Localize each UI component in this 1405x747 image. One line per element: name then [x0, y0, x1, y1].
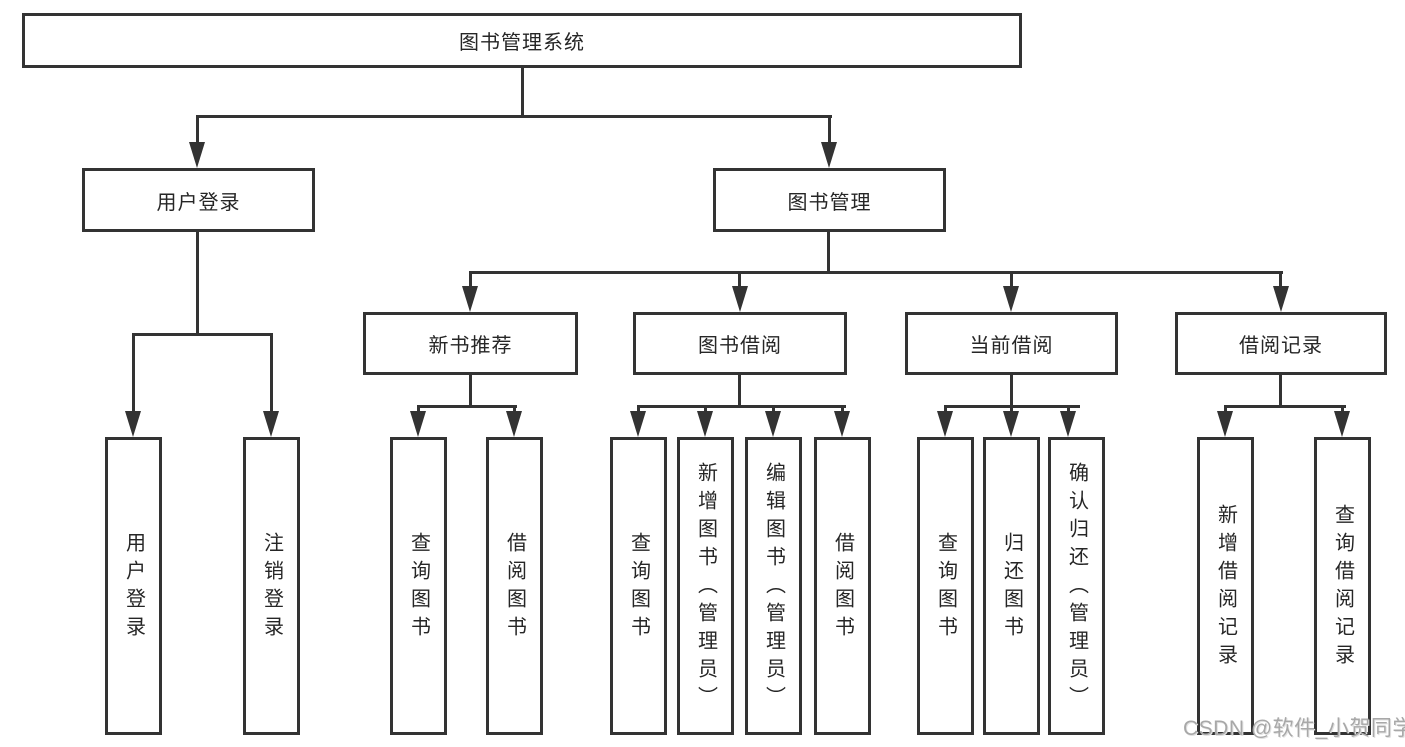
connector-line — [1341, 405, 1344, 415]
connector-line — [827, 232, 830, 273]
node-leaf-query-books-borrowing: 查询图书 — [610, 437, 667, 735]
node-leaf-add-books-admin-label: 新增图书（管理员） — [694, 462, 717, 714]
arrow-down-icon — [506, 411, 522, 437]
arrow-down-icon — [1003, 411, 1019, 437]
arrow-down-icon — [937, 411, 953, 437]
node-leaf-user-login-label: 用户登录 — [122, 532, 145, 644]
connector-line — [944, 405, 947, 415]
node-leaf-query-books-current: 查询图书 — [917, 437, 974, 735]
node-leaf-edit-books-admin: 编辑图书（管理员） — [745, 437, 802, 735]
connector-line — [1279, 375, 1282, 408]
node-leaf-query-books-borrowing-label: 查询图书 — [627, 532, 650, 644]
node-leaf-logout-label: 注销登录 — [260, 532, 283, 644]
node-leaf-edit-books-admin-label: 编辑图书（管理员） — [762, 462, 785, 714]
node-book-management-label: 图书管理 — [787, 191, 872, 214]
connector-line — [469, 271, 472, 291]
arrow-down-icon — [410, 411, 426, 437]
node-leaf-borrow-books: 借阅图书 — [814, 437, 871, 735]
arrow-down-icon — [1273, 286, 1289, 312]
node-leaf-user-login: 用户登录 — [105, 437, 162, 735]
arrow-down-icon — [125, 411, 141, 437]
connector-line — [1224, 405, 1346, 408]
connector-line — [417, 405, 420, 415]
connector-line — [637, 405, 846, 408]
arrow-down-icon — [630, 411, 646, 437]
connector-line — [1279, 271, 1282, 291]
node-book-borrowing-label: 图书借阅 — [698, 335, 782, 357]
node-leaf-query-books-recommend-label: 查询图书 — [407, 532, 430, 644]
connector-line — [132, 333, 273, 336]
node-root: 图书管理系统 — [22, 13, 1022, 68]
connector-line — [1010, 405, 1013, 415]
node-leaf-query-borrow-record: 查询借阅记录 — [1314, 437, 1371, 735]
node-leaf-query-books-current-label: 查询图书 — [934, 532, 957, 644]
node-leaf-query-books-recommend: 查询图书 — [390, 437, 447, 735]
connector-line — [1224, 405, 1227, 415]
connector-line — [1010, 375, 1013, 408]
connector-line — [196, 232, 199, 336]
node-borrowing-records-label: 借阅记录 — [1239, 335, 1323, 357]
connector-line — [132, 333, 135, 415]
node-new-book-recommend: 新书推荐 — [363, 312, 578, 375]
node-leaf-add-books-admin: 新增图书（管理员） — [677, 437, 734, 735]
arrow-down-icon — [263, 411, 279, 437]
node-leaf-confirm-return-admin-label: 确认归还（管理员） — [1065, 462, 1088, 714]
connector-line — [1010, 271, 1013, 291]
node-borrowing-records: 借阅记录 — [1175, 312, 1387, 375]
connector-line — [828, 115, 831, 145]
node-leaf-return-books-label: 归还图书 — [1000, 532, 1023, 644]
node-leaf-borrow-books-recommend-label: 借阅图书 — [503, 532, 526, 644]
node-leaf-return-books: 归还图书 — [983, 437, 1040, 735]
connector-line — [513, 405, 516, 415]
node-root-label: 图书管理系统 — [459, 32, 585, 54]
node-user-login-label: 用户登录 — [156, 191, 241, 214]
connector-line — [738, 271, 741, 291]
connector-line — [270, 333, 273, 415]
node-leaf-borrow-books-label: 借阅图书 — [831, 532, 854, 644]
node-leaf-logout: 注销登录 — [243, 437, 300, 735]
connector-line — [772, 405, 775, 415]
node-leaf-confirm-return-admin: 确认归还（管理员） — [1048, 437, 1105, 735]
node-current-borrowing-label: 当前借阅 — [969, 335, 1054, 357]
connector-line — [841, 405, 844, 415]
arrow-down-icon — [1003, 286, 1019, 312]
connector-line — [469, 375, 472, 408]
connector-line — [1067, 405, 1070, 415]
connector-line — [704, 405, 707, 415]
node-leaf-borrow-books-recommend: 借阅图书 — [486, 437, 543, 735]
connector-line — [521, 68, 524, 117]
node-book-management: 图书管理 — [713, 168, 946, 232]
node-leaf-add-borrow-record-label: 新增借阅记录 — [1214, 504, 1237, 672]
connector-line — [196, 115, 199, 145]
arrow-down-icon — [462, 286, 478, 312]
connector-line — [196, 115, 832, 118]
arrow-down-icon — [189, 142, 205, 168]
watermark-text: CSDN @软件_小贺同学 — [1183, 717, 1405, 740]
node-leaf-query-borrow-record-label: 查询借阅记录 — [1331, 504, 1354, 672]
node-user-login: 用户登录 — [82, 168, 315, 232]
node-current-borrowing: 当前借阅 — [905, 312, 1118, 375]
node-leaf-add-borrow-record: 新增借阅记录 — [1197, 437, 1254, 735]
connector-line — [738, 375, 741, 408]
arrow-down-icon — [834, 411, 850, 437]
arrow-down-icon — [697, 411, 713, 437]
arrow-down-icon — [1060, 411, 1076, 437]
arrow-down-icon — [821, 142, 837, 168]
arrow-down-icon — [1334, 411, 1350, 437]
connector-line — [417, 405, 517, 408]
node-book-borrowing: 图书借阅 — [633, 312, 847, 375]
node-new-book-recommend-label: 新书推荐 — [428, 335, 513, 357]
connector-line — [637, 405, 640, 415]
arrow-down-icon — [732, 286, 748, 312]
arrow-down-icon — [765, 411, 781, 437]
connector-line — [469, 271, 1283, 274]
arrow-down-icon — [1217, 411, 1233, 437]
